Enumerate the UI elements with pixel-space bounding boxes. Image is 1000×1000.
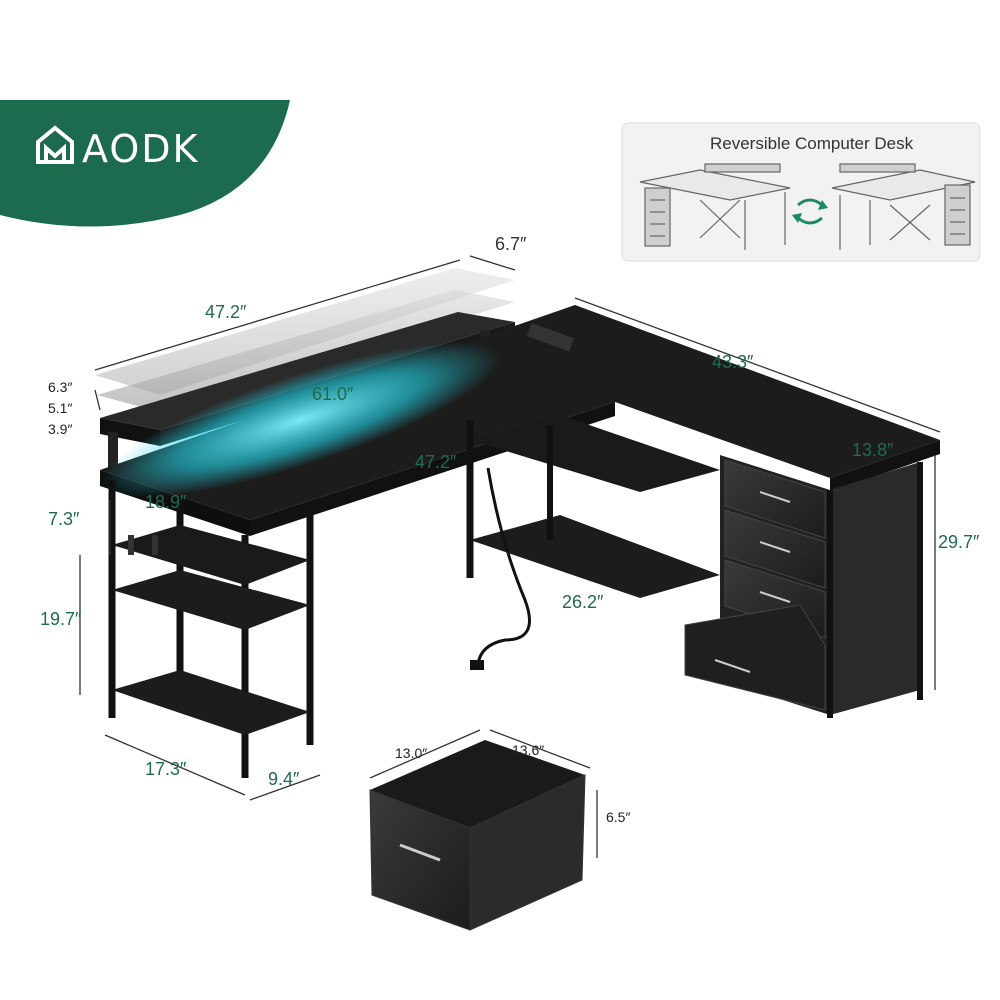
drawer xyxy=(724,459,826,539)
middle-shelves xyxy=(466,415,720,598)
dim-lower-shelf-length: 26.2″ xyxy=(562,592,604,612)
dim-leg-depth: 9.4″ xyxy=(268,769,300,789)
drawer-handle xyxy=(759,491,791,503)
fabric-drawer xyxy=(369,740,586,931)
dim-drawer-depth: 13.6″ xyxy=(512,742,544,758)
drawer-handle xyxy=(759,541,791,553)
reversible-inset: Reversible Computer Desk xyxy=(621,122,981,262)
dim-leg-width: 17.3″ xyxy=(145,759,187,779)
dim-desk-main-length: 61.0″ xyxy=(312,384,354,404)
dim-shelf-depth: 6.7″ xyxy=(495,234,527,254)
mini-desk-left xyxy=(639,163,791,250)
swap-arrows-icon xyxy=(792,198,828,225)
drawer xyxy=(724,509,826,589)
dim-shelf-gap: 7.3″ xyxy=(48,509,80,529)
brand-banner: AODK xyxy=(0,100,290,227)
desk-top xyxy=(99,305,940,536)
dim-shelf-h2: 5.1″ xyxy=(48,400,72,416)
dim-drawer-width: 13.0″ xyxy=(395,745,427,761)
drawer-cabinet xyxy=(684,455,923,718)
dim-storage-height: 19.7″ xyxy=(40,609,82,629)
dim-desk-inner-length: 47.2″ xyxy=(415,452,457,472)
drawer-handle xyxy=(399,843,441,862)
dim-shelf-width: 47.2″ xyxy=(205,302,247,322)
dim-drawer-height: 6.5″ xyxy=(606,809,630,825)
house-logo-icon xyxy=(36,125,74,164)
power-cord xyxy=(476,467,531,666)
dim-desk-depth: 18.9″ xyxy=(145,492,187,512)
dim-shelf-h3: 3.9″ xyxy=(48,421,72,437)
dim-desk-height: 29.7″ xyxy=(938,532,980,552)
hook-icon xyxy=(128,535,134,555)
mini-desk-right xyxy=(831,163,976,250)
brand-name: AODK xyxy=(82,127,199,171)
drawer-open xyxy=(684,604,826,711)
power-outlet xyxy=(526,322,575,352)
dimension-lines xyxy=(79,255,941,858)
dim-cabinet-depth: 13.8″ xyxy=(852,440,894,460)
dim-shelf-h1: 6.3″ xyxy=(48,379,72,395)
hook-icon xyxy=(152,535,158,555)
dim-desk-side-length: 43.3″ xyxy=(712,352,754,372)
plug-icon xyxy=(470,660,484,670)
left-shelves xyxy=(112,525,310,735)
inset-title: Reversible Computer Desk xyxy=(710,134,914,153)
drawer-handle xyxy=(714,659,751,673)
drawer-handle xyxy=(759,591,791,603)
